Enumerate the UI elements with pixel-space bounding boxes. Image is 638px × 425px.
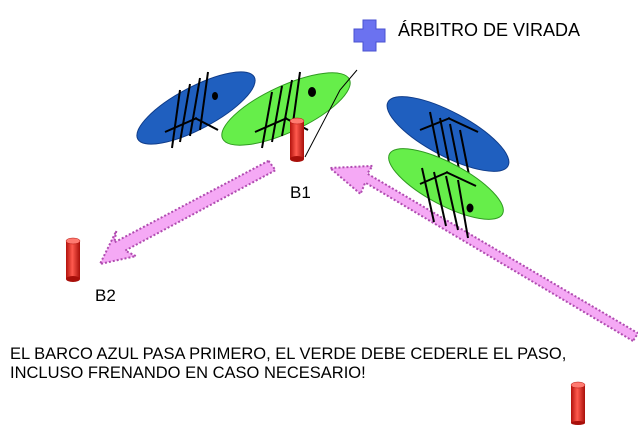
green-boat-right	[388, 148, 504, 239]
buoy-b2	[65, 237, 81, 282]
arrow-to-b2	[98, 159, 277, 266]
blue-boat-left	[136, 71, 256, 149]
green-boat-left	[212, 69, 358, 158]
legend-label: ÁRBITRO DE VIRADA	[398, 20, 581, 40]
caption-text: EL BARCO AZUL PASA PRIMERO, EL VERDE DEB…	[10, 345, 567, 382]
cross-icon	[353, 19, 386, 52]
buoy-bottom-right	[570, 381, 586, 425]
buoy-b2-label: B2	[95, 286, 116, 305]
blue-boat-right	[386, 96, 510, 181]
buoy-b1	[289, 117, 305, 162]
arrow-to-b1	[327, 164, 638, 343]
buoy-b1-label: B1	[290, 183, 311, 202]
